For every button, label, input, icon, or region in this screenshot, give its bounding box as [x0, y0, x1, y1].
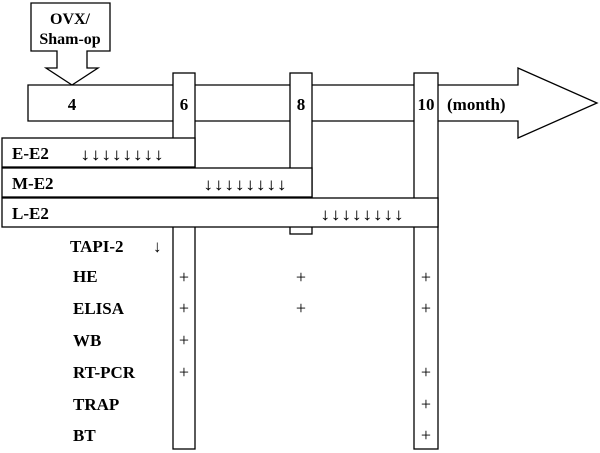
assay-mark-elisa-m10: + [421, 298, 431, 318]
assay-mark-he-m8: + [296, 267, 306, 287]
assay-label-rt-pcr: RT-PCR [73, 363, 136, 382]
assay-label-elisa: ELISA [73, 299, 125, 318]
tapi-arrow: ↓ [153, 237, 162, 256]
assay-mark-bt-m10: + [421, 425, 431, 445]
assay-label-trap: TRAP [73, 395, 119, 414]
group-arrows-m-e2: ↓↓↓↓↓↓↓↓ [203, 175, 287, 194]
assay-mark-rt-pcr-m10: + [421, 362, 431, 382]
month-label-8: 8 [297, 95, 306, 114]
group-bar-e-e2 [1, 137, 196, 168]
group-label-m-e2: M-E2 [12, 174, 54, 193]
tapi-label: TAPI-2 [70, 237, 124, 256]
assay-label-he: HE [73, 267, 98, 286]
group-arrows-e-e2: ↓↓↓↓↓↓↓↓ [80, 145, 164, 164]
column-month-10 [413, 72, 439, 450]
surgery-label-line1: OVX/ [50, 11, 91, 28]
month-label-4: 4 [68, 95, 77, 114]
assay-mark-elisa-m8: + [296, 298, 306, 318]
group-bar-m-e2 [1, 167, 313, 198]
assay-mark-trap-m10: + [421, 394, 431, 414]
month-unit-label: (month) [447, 95, 506, 114]
assay-label-wb: WB [73, 331, 101, 350]
assay-mark-elisa-m6: + [179, 298, 189, 318]
surgery-callout-arrow [30, 2, 111, 86]
group-label-e-e2: E-E2 [12, 144, 49, 163]
group-bar-l-e2 [1, 197, 439, 228]
month-label-10: 10 [418, 95, 435, 114]
assay-mark-he-m6: + [179, 267, 189, 287]
column-month-6 [172, 72, 196, 450]
month-label-6: 6 [180, 95, 189, 114]
group-label-l-e2: L-E2 [12, 204, 49, 223]
assay-mark-rt-pcr-m6: + [179, 362, 189, 382]
surgery-label-line2: Sham-op [39, 31, 100, 48]
assay-label-bt: BT [73, 426, 96, 445]
group-arrows-l-e2: ↓↓↓↓↓↓↓↓ [320, 205, 404, 224]
assay-mark-wb-m6: + [179, 330, 189, 350]
assay-mark-he-m10: + [421, 267, 431, 287]
